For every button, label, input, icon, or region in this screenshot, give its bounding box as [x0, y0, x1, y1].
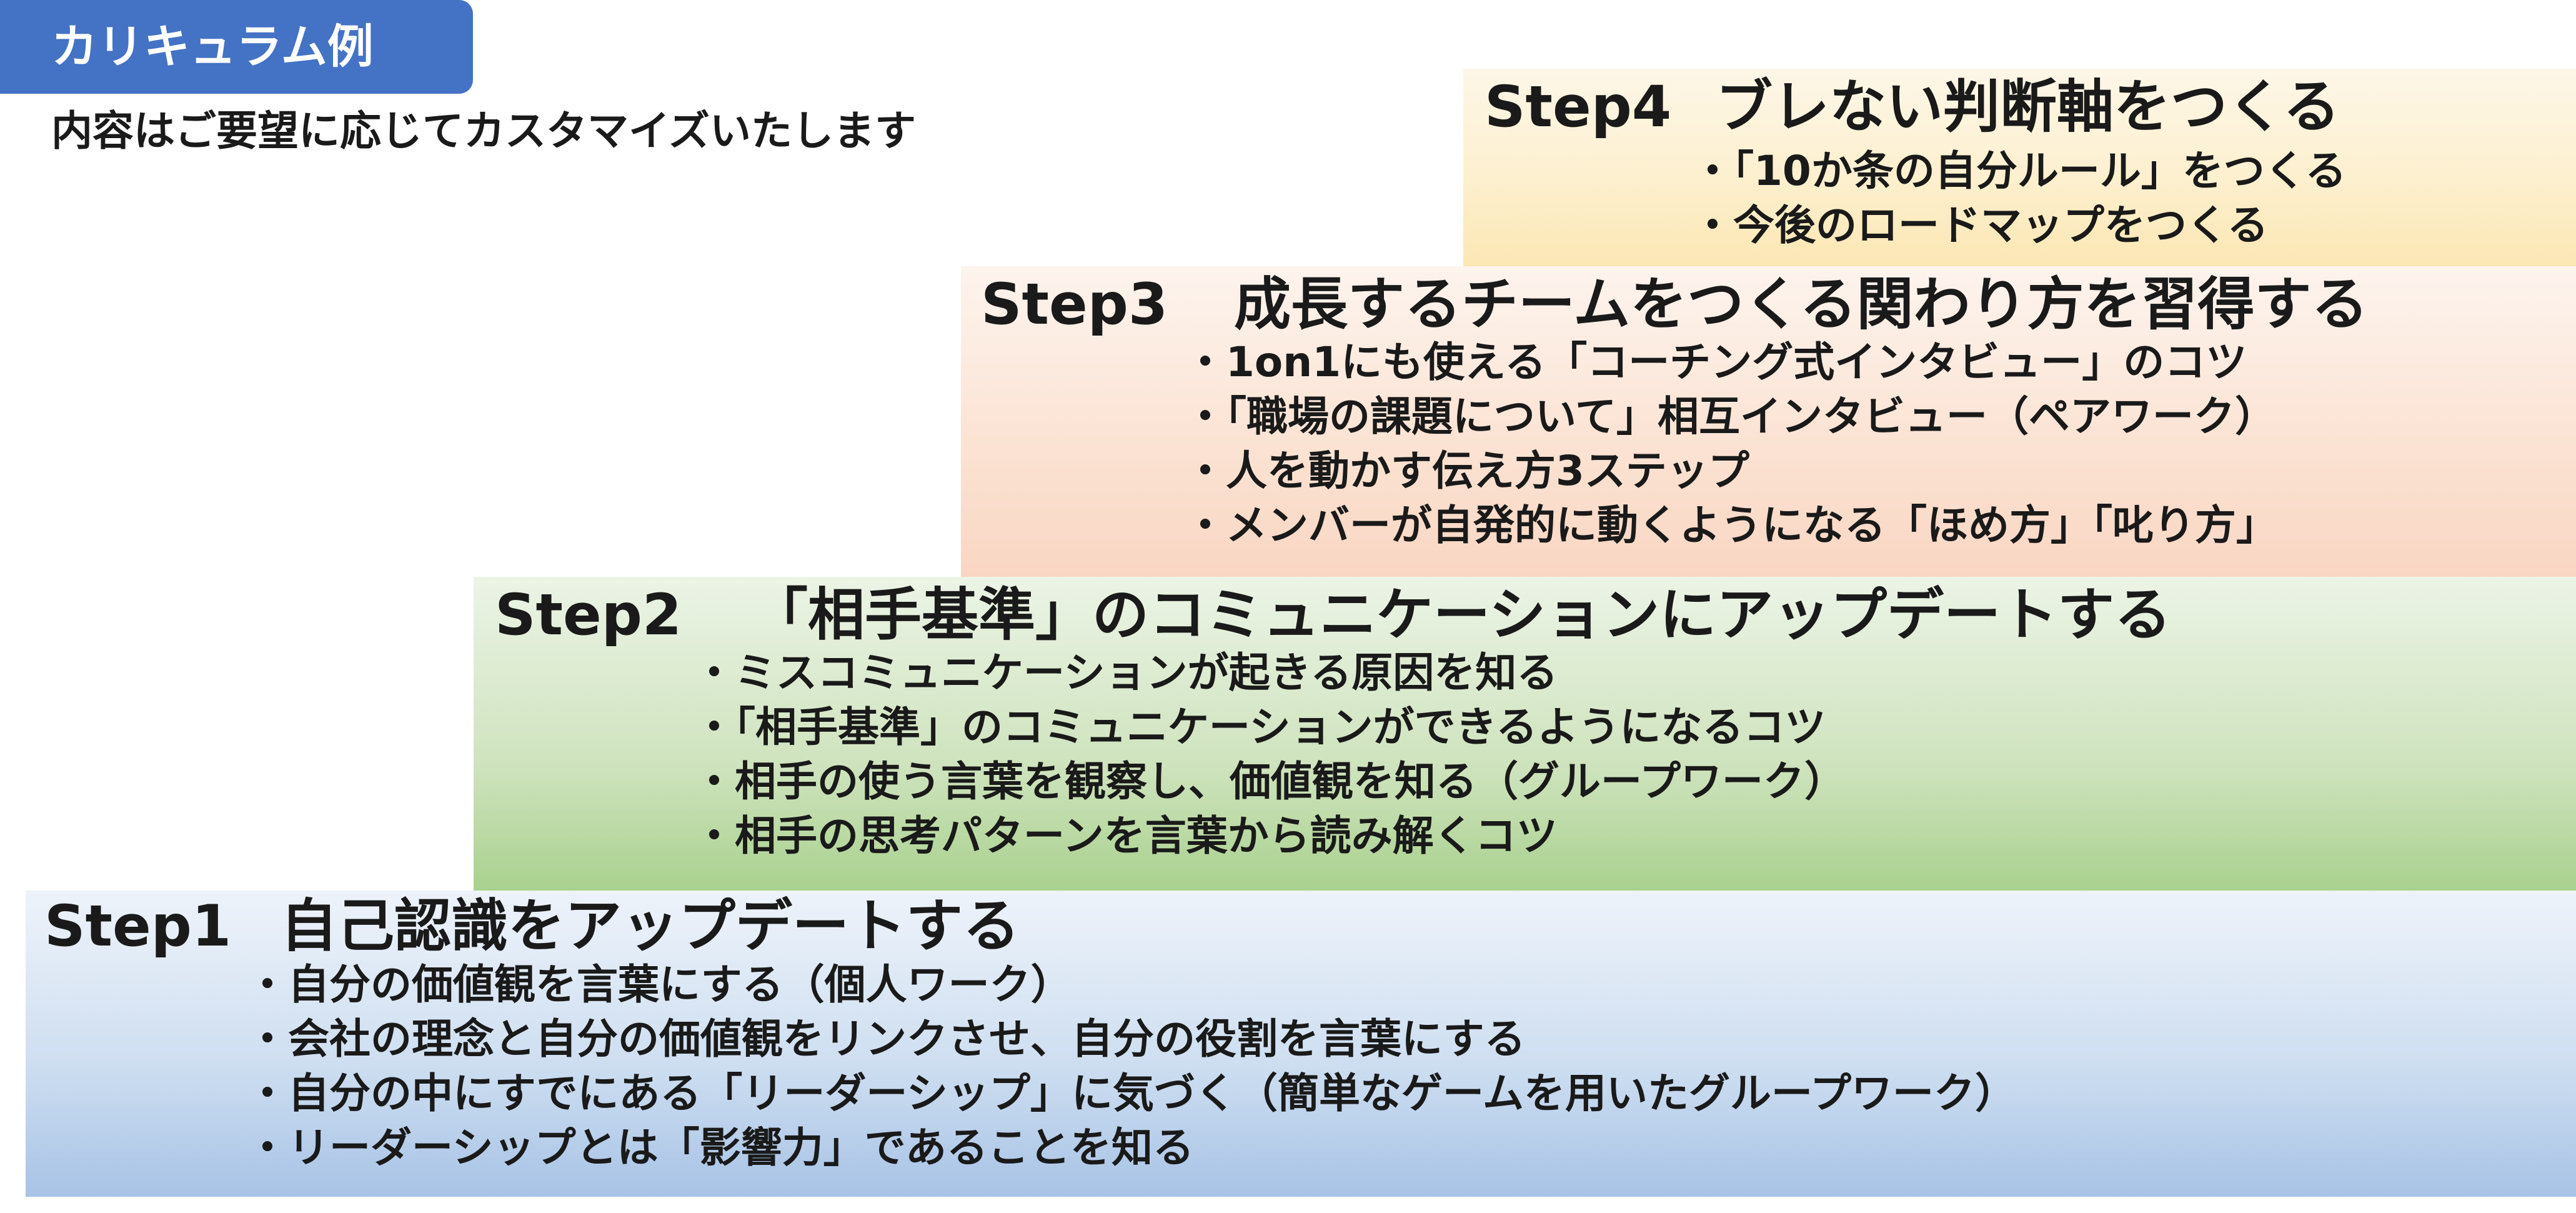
step-3-number: Step3 — [981, 272, 1168, 337]
step-1-heading: 自己認識をアップデートする — [281, 894, 1020, 959]
step-2-bullet: ・ミスコミュニケーションが起きる原因を知る — [694, 649, 1558, 697]
curriculum-badge: カリキュラム例 — [0, 0, 473, 94]
step-3-bullet: ・人を動かす伝え方3ステップ — [1185, 447, 1749, 495]
step-1-bullet: ・会社の理念と自分の価値観をリンクさせ、自分の役割を言葉にする — [247, 1015, 1526, 1063]
step-1-block: Step1 自己認識をアップデートする ・自分の価値観を言葉にする（個人ワーク） … — [26, 891, 2576, 1197]
step-2-bullet: ・「相手基準」のコミュニケーションができるようになるコツ — [694, 703, 1826, 751]
step-1-bullet: ・自分の中にすでにある「リーダーシップ」に気づく（簡単なゲームを用いたグループワ… — [247, 1069, 2017, 1117]
step-1-bullet: ・自分の価値観を言葉にする（個人ワーク） — [247, 961, 1072, 1009]
step-1-title: Step1 自己認識をアップデートする — [44, 892, 1020, 961]
step-3-bullet: ・1on1にも使える「コーチング式インタビュー」のコツ — [1185, 338, 2247, 386]
step-4-heading: ブレない判断軸をつくる — [1716, 74, 2340, 140]
step-1-bullet-list: ・自分の価値観を言葉にする（個人ワーク） ・会社の理念と自分の価値観をリンクさせ… — [247, 957, 2016, 1175]
step-4-number: Step4 — [1484, 74, 1672, 140]
step-2-bullet-list: ・ミスコミュニケーションが起きる原因を知る ・「相手基準」のコミュニケーションが… — [694, 646, 1846, 863]
step-2-number: Step2 — [495, 582, 682, 648]
step-4-block: Step4 ブレない判断軸をつくる ・「10か条の自分ルール」をつくる ・今後のロ… — [1463, 69, 2576, 266]
step-3-bullet: ・「職場の課題について」相互インタビュー（ペアワーク） — [1185, 392, 2277, 441]
step-1-bullet: ・リーダーシップとは「影響力」であることを知る — [247, 1124, 1195, 1172]
step-3-heading: 成長するチームをつくる関わり方を習得する — [1234, 272, 2369, 337]
step-4-bullet-list: ・「10か条の自分ルール」をつくる ・今後のロードマップをつくる — [1692, 144, 2347, 252]
step-3-bullet: ・メンバーが自発的に動くようになる「ほめ方」「叱り方」 — [1185, 501, 2277, 549]
step-2-title: Step2 「相手基準」のコミュニケーションにアップデートする — [495, 581, 2171, 650]
step-3-block: Step3 成長するチームをつくる関わり方を習得する ・1on1にも使える「コーチ… — [961, 266, 2576, 577]
step-4-bullet: ・「10か条の自分ルール」をつくる — [1692, 147, 2347, 195]
step-2-heading: 「相手基準」のコミュニケーションにアップデートする — [751, 582, 2172, 648]
customize-note: 内容はご要望に応じてカスタマイズいたします — [51, 107, 917, 155]
step-2-bullet: ・相手の思考パターンを言葉から読み解くコツ — [694, 812, 1558, 860]
step-2-block: Step2 「相手基準」のコミュニケーションにアップデートする ・ミスコミュニケー… — [474, 577, 2576, 891]
step-2-bullet: ・相手の使う言葉を観察し、価値観を知る（グループワーク） — [694, 757, 1846, 806]
step-4-title: Step4 ブレない判断軸をつくる — [1484, 73, 2340, 142]
step-1-number: Step1 — [44, 894, 232, 959]
step-4-bullet: ・今後のロードマップをつくる — [1692, 201, 2269, 249]
step-3-title: Step3 成長するチームをつくる関わり方を習得する — [981, 271, 2368, 339]
step-3-bullet-list: ・1on1にも使える「コーチング式インタビュー」のコツ ・「職場の課題について」… — [1185, 335, 2277, 552]
